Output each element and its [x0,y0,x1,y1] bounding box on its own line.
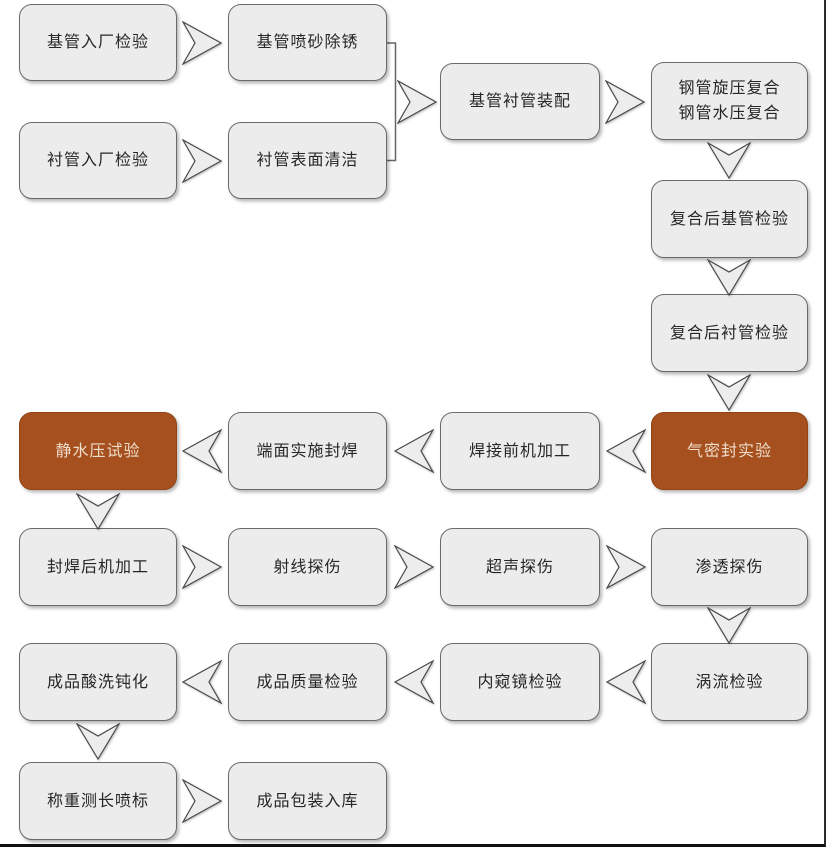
endoscope-inspection-node: 内窥镜检验 [440,643,600,721]
penetrant-testing-node: 渗透探伤 [651,528,808,606]
flow-arrow-left-icon [182,660,222,704]
pre-weld-machining-node: 焊接前机加工 [440,412,600,490]
flow-arrow-right-icon [182,139,222,183]
hydrostatic-test-node: 静水压试验 [19,412,177,490]
post-compound-base-inspection-node: 复合后基管检验 [651,180,808,258]
ultrasonic-testing-node: 超声探伤 [440,528,600,606]
liner-pipe-surface-clean-node: 衬管表面清洁 [228,122,387,199]
flow-arrow-right-icon [182,21,222,65]
post-compound-liner-inspection-node: 复合后衬管检验 [651,294,808,372]
flow-arrow-right-icon [394,545,434,589]
flow-arrow-left-icon [606,429,646,473]
flow-arrow-right-icon [605,80,645,124]
flow-arrow-down-icon [707,374,751,411]
base-liner-pipe-assembly-node: 基管衬管装配 [440,63,600,140]
weigh-measure-spray-mark-node: 称重测长喷标 [19,762,177,840]
flow-arrow-down-icon [707,142,751,179]
end-face-seal-welding-node: 端面实施封焊 [228,412,387,490]
flow-arrow-right-icon [397,80,437,124]
eddy-current-inspection-node: 涡流检验 [651,643,808,721]
air-tightness-test-node: 气密封实验 [651,412,808,490]
post-seal-weld-machining-node: 封焊后机加工 [19,528,177,606]
base-pipe-incoming-inspection-node: 基管入厂检验 [19,4,177,81]
flow-arrow-left-icon [394,429,434,473]
liner-pipe-incoming-inspection-node: 衬管入厂检验 [19,122,177,199]
spin-and-hydro-compounding-node: 钢管旋压复合 钢管水压复合 [651,62,808,140]
flow-arrow-left-icon [394,660,434,704]
product-packing-storage-node: 成品包装入库 [228,762,387,840]
flow-arrow-down-icon [707,259,751,296]
flow-arrow-left-icon [182,429,222,473]
flow-arrow-down-icon [76,493,120,530]
product-quality-inspection-node: 成品质量检验 [228,643,387,721]
flow-arrow-down-icon [76,723,120,760]
flow-arrow-down-icon [707,607,751,644]
radiographic-testing-node: 射线探伤 [228,528,387,606]
flow-arrow-left-icon [606,660,646,704]
flow-arrow-right-icon [182,779,222,823]
flow-arrow-right-icon [182,545,222,589]
flow-arrow-right-icon [606,545,646,589]
base-pipe-sandblast-derust-node: 基管喷砂除锈 [228,4,387,81]
product-pickling-passivation-node: 成品酸洗钝化 [19,643,177,721]
